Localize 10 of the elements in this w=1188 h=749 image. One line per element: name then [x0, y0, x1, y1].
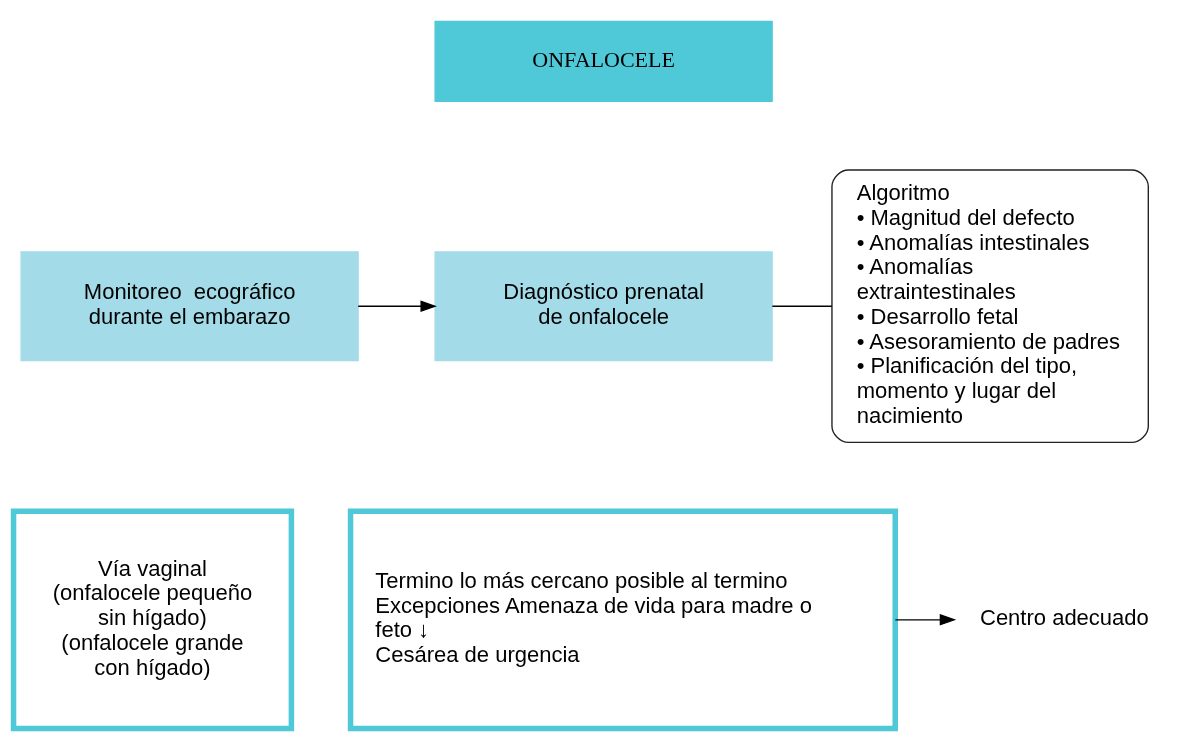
- node-box: Termino lo más cercano posible al termino Excepciones Amenaza de vida para madre o feto ↓ Cesárea de urgencia: [347, 507, 898, 731]
- arrow: [357, 299, 437, 312]
- node-box: ONFALOCELE: [434, 20, 773, 102]
- node-box: Diagnóstico prenatal de onfalocele: [434, 250, 773, 361]
- connector: [771, 305, 833, 307]
- node-box: Monitoreo ecográfico durante el embarazo: [20, 250, 359, 361]
- node-box: Algoritmo • Magnitud del defecto • Anomalías intestinales • Anomalías extraintestinales • Desarrollo fetal • Asesoramiento de padres • Planificación del tipo, momento y lugar del nacimiento: [831, 168, 1149, 443]
- arrow: [894, 613, 957, 626]
- node-box: Vía vaginal (onfalocele pequeño sin hígado) (onfalocele grande con hígado): [10, 507, 295, 731]
- node-text: Centro adecuado: [980, 604, 1149, 630]
